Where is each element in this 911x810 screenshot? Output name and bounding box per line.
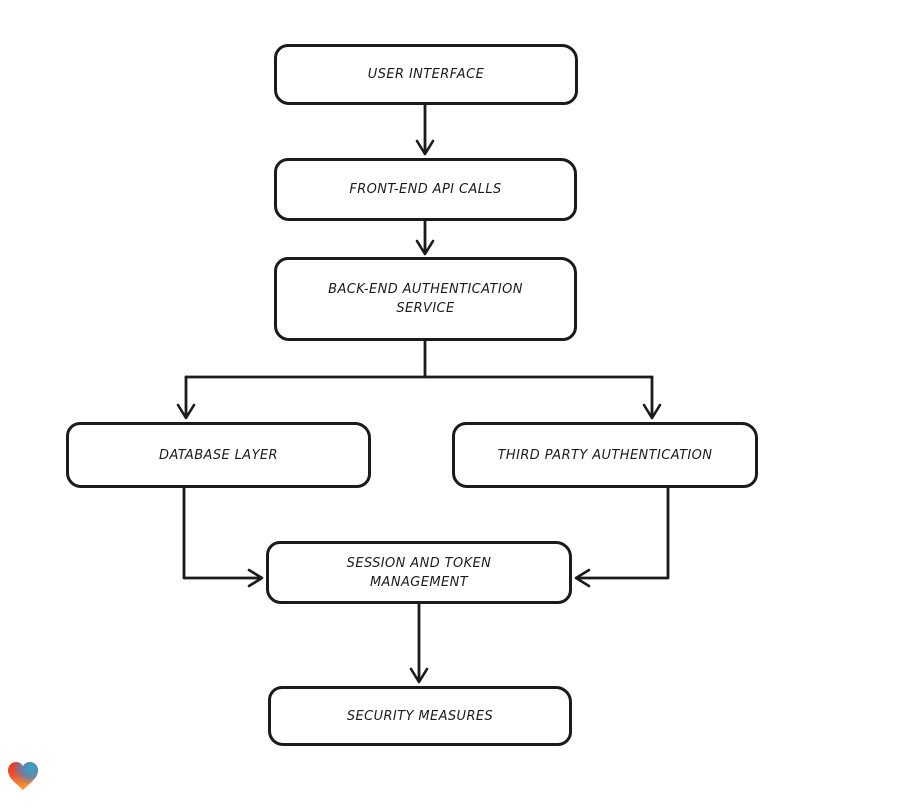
- node-label: FRONT-END API CALLS: [349, 182, 502, 197]
- edge-database-to-session: [182, 485, 264, 588]
- node-database-layer: DATABASE LAYER: [66, 422, 371, 488]
- node-security-measures: SECURITY MEASURES: [268, 686, 572, 746]
- node-label: DATABASE LAYER: [159, 447, 278, 463]
- node-user-interface: USER INTERFACE: [274, 44, 578, 105]
- node-third-party-authentication: THIRD PARTY AUTHENTICATION: [452, 422, 758, 488]
- node-label: THIRD PARTY AUTHENTICATION: [497, 447, 713, 463]
- node-session-and-token-management: SESSION AND TOKEN MANAGEMENT: [266, 541, 572, 604]
- node-front-end-api-calls: FRONT-END API CALLS: [274, 158, 577, 221]
- node-label: SECURITY MEASURES: [346, 708, 494, 724]
- node-label: MANAGEMENT: [369, 574, 469, 590]
- heart-icon: [8, 762, 38, 790]
- edge-thirdparty-to-session: [574, 485, 670, 588]
- node-back-end-authentication-service: BACK-END AUTHENTICATION SERVICE: [274, 257, 577, 341]
- node-label: SESSION AND TOKEN: [346, 555, 492, 571]
- node-label: BACK-END AUTHENTICATION: [328, 282, 523, 297]
- node-label: USER INTERFACE: [367, 67, 485, 82]
- node-label: SERVICE: [396, 301, 455, 316]
